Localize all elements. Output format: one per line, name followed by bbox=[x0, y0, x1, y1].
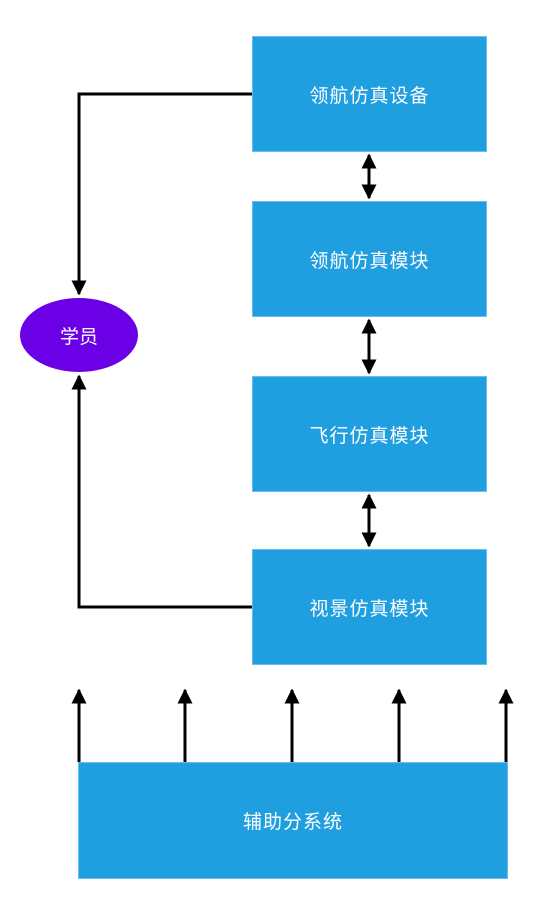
student-node: 学员 bbox=[20, 298, 138, 372]
connector-nav-device-to-student bbox=[71, 92, 252, 296]
visual-sim-module-node: 视景仿真模块 bbox=[252, 549, 487, 665]
visual-sim-module-label: 视景仿真模块 bbox=[309, 597, 430, 620]
nav-sim-device-label: 领航仿真设备 bbox=[309, 84, 430, 107]
nav-sim-device-node: 领航仿真设备 bbox=[252, 36, 487, 152]
flight-sim-module-node: 飞行仿真模块 bbox=[252, 376, 487, 492]
nav-sim-module-label: 领航仿真模块 bbox=[309, 249, 430, 272]
nav-sim-module-node: 领航仿真模块 bbox=[252, 201, 487, 317]
student-label: 学员 bbox=[59, 325, 98, 348]
connector-visual-to-student bbox=[71, 374, 252, 609]
flight-sim-module-label: 飞行仿真模块 bbox=[309, 424, 430, 447]
aux-system-label: 辅助分系统 bbox=[242, 811, 343, 833]
aux-system-node: 辅助分系统 bbox=[78, 762, 508, 879]
